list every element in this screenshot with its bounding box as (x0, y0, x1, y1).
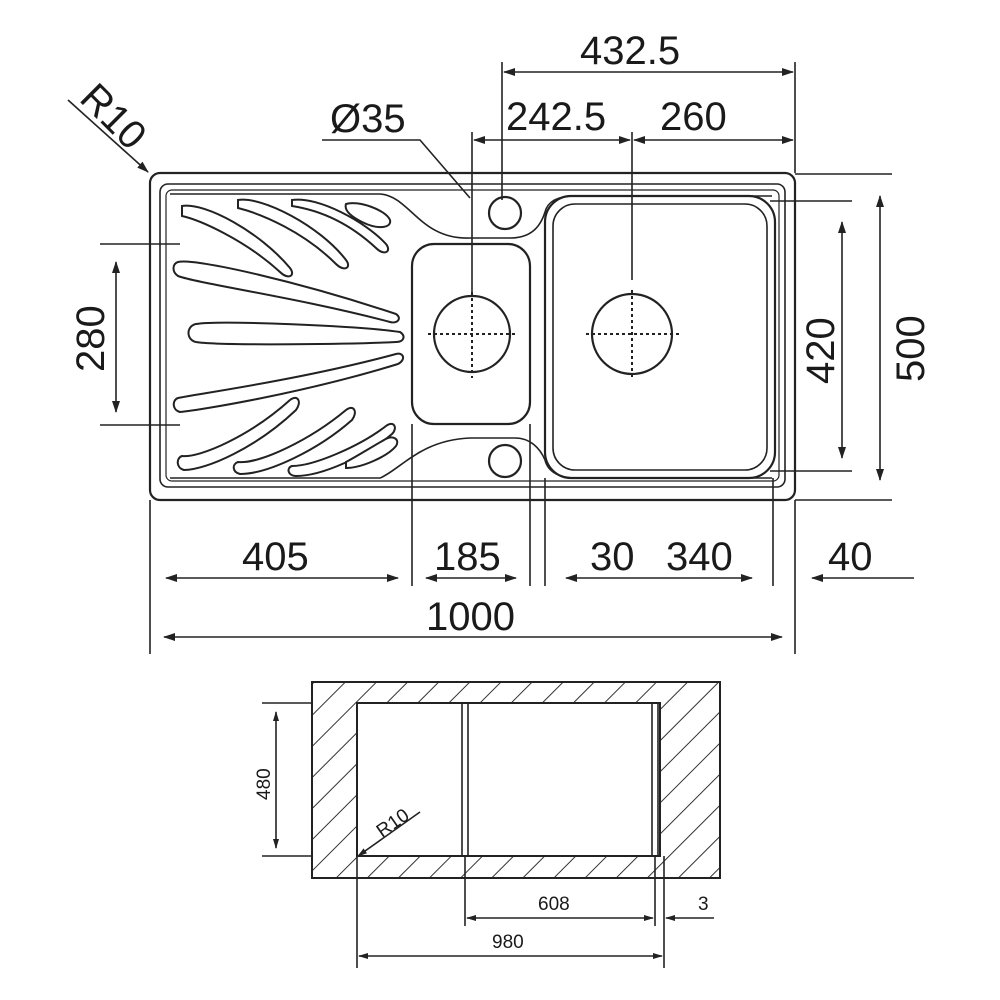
drainer-rib (287, 422, 396, 478)
small-bowl (410, 242, 532, 426)
drainer-rib (237, 198, 350, 270)
dim-drainer-width-label: 405 (242, 535, 309, 579)
dim-large-bowl-label: 340 (666, 535, 733, 579)
hole-diameter-leader (322, 139, 471, 199)
drainer-rib (232, 406, 356, 476)
top-view: R10 Ø35 432.5 242.5 260 280 420 500 (67, 29, 933, 654)
drainer-rib (345, 436, 399, 470)
dim-gap-label: 30 (590, 535, 635, 579)
hole-diameter-label: Ø35 (330, 97, 406, 141)
section-view: 480 R10 608 3 980 (254, 681, 721, 968)
dim-small-bowl-label: 185 (434, 535, 501, 579)
corner-radius-label: R10 (72, 75, 155, 158)
dim-depth-label: 480 (254, 768, 275, 800)
drainer-ribs (172, 198, 405, 478)
section-radius-label: R10 (373, 805, 414, 842)
drainer-rib (176, 396, 300, 472)
drainer-rib (172, 260, 400, 324)
dim-total-depth-label: 500 (889, 315, 933, 382)
large-bowl-inner (552, 203, 768, 471)
dim-wall-label: 3 (698, 894, 709, 915)
tap-hole-bottom (487, 443, 523, 479)
dim-bowl-height-label: 420 (799, 317, 843, 384)
drainer-rib (181, 204, 294, 278)
dim-bowl-half-label: 260 (660, 95, 727, 139)
dim-inner-label: 608 (538, 894, 570, 915)
dim-total-right-label: 432.5 (580, 29, 680, 73)
dim-cutout-label: 980 (492, 932, 524, 953)
section-radius-leader (357, 811, 421, 857)
dim-hole-to-bowl-label: 242.5 (506, 95, 606, 139)
dim-total-width-label: 1000 (426, 595, 515, 639)
drainer-rib (344, 202, 392, 228)
dim-drainer-height-label: 280 (69, 305, 113, 372)
drainer-rib (172, 352, 404, 414)
tap-hole-top (487, 195, 523, 231)
corner-radius-leader (67, 99, 149, 173)
dim-edge-label: 40 (828, 535, 873, 579)
large-bowl (543, 194, 777, 480)
drainer-rib (291, 198, 390, 254)
drainer-edge (170, 193, 772, 239)
drainer-rib (187, 321, 405, 346)
